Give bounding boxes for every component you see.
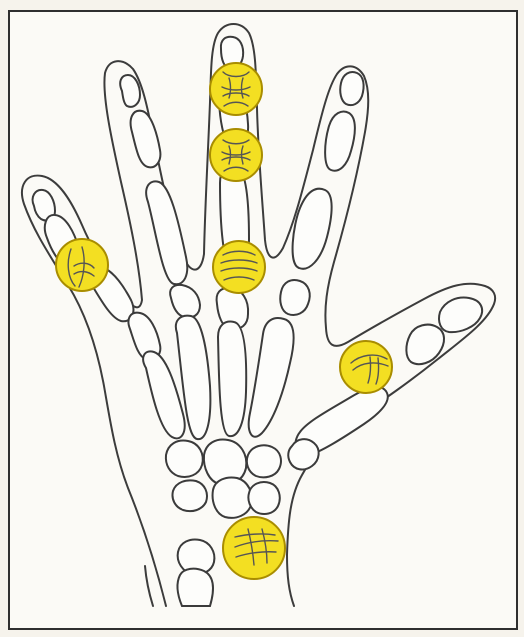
little-finger-metacarpal [143, 351, 184, 438]
thumb-base-bone [288, 439, 318, 469]
carpal-bone-6 [248, 482, 279, 514]
index-finger-tip-bone [340, 72, 363, 105]
carpal-bone-4 [172, 480, 206, 511]
carpal-bone-1 [166, 441, 203, 477]
middle-finger-middle-marker [210, 129, 262, 181]
thumb-marker [340, 341, 392, 393]
ulna-shaft [178, 569, 213, 606]
index-finger-metacarpal-head [280, 280, 309, 315]
index-finger-middle-bone [325, 112, 355, 171]
wrist-marker [223, 517, 285, 579]
middle-finger-base-marker [213, 241, 265, 293]
ring-finger-metacarpal-head [170, 285, 200, 318]
carpal-bone-5 [213, 478, 252, 518]
ring-finger-proximal-bone [146, 181, 187, 284]
carpal-bone-3 [247, 445, 281, 477]
index-finger-metacarpal [249, 318, 294, 437]
index-finger-marker [56, 239, 108, 291]
middle-finger-top-marker [210, 63, 262, 115]
ring-finger-middle-bone [131, 111, 161, 168]
ring-finger-tip-bone [120, 75, 140, 107]
middle-finger-metacarpal [218, 322, 246, 437]
